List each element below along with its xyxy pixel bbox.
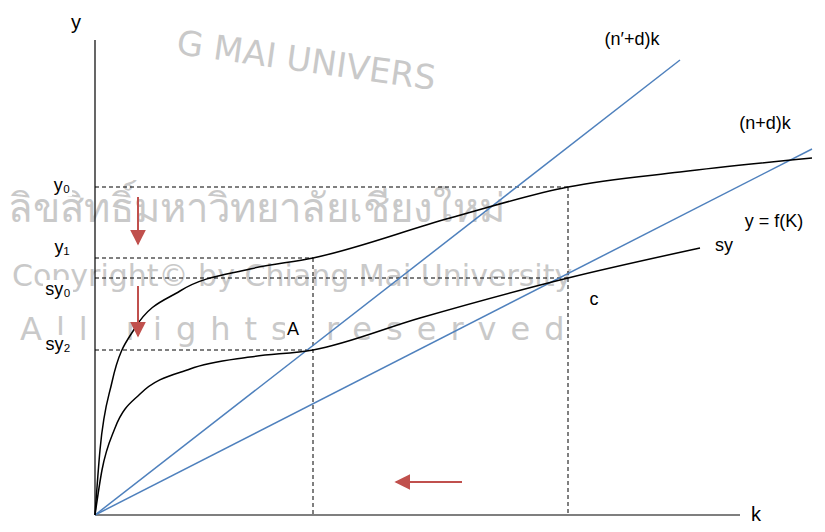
line-label: (n+d)k [737,114,793,134]
dashed-guide [95,258,313,259]
curve-label: y = f(K) [743,212,806,232]
axis-value: sy₀ [43,280,72,300]
x-axis [95,514,740,515]
axis-label: y [69,11,83,33]
axis-value: y₁ [52,238,71,258]
break-even-line [95,60,680,515]
watermark-text: Copyright© by Chiang Mai University [12,258,572,293]
axis-label: k [749,503,763,525]
dashed-guide [95,187,568,188]
dashed-guide [568,187,569,515]
watermark-text: All rights reserved [20,310,578,348]
dashed-guide [95,278,568,279]
shift-arrow [396,481,462,483]
shift-arrow [137,286,139,336]
curves [95,158,812,515]
point-label: A [285,320,301,340]
axis-value: sy₂ [44,335,73,355]
depreciation-lines [95,60,812,515]
watermark-text: G MAI UNIVERS [174,22,438,98]
point-label: c [588,290,601,310]
shift-arrow [137,197,139,244]
line-label: (n′+d)k [603,30,662,50]
break-even-line [95,149,812,515]
shift-arrows [138,197,462,482]
dashed-guide [313,258,314,515]
guide-lines [95,187,568,515]
curve-label: sy [713,236,735,256]
axes [95,40,740,515]
axis-value: y₀ [52,176,72,196]
dashed-guide [95,350,313,351]
production-curve [95,158,812,515]
watermark-text: ลิขสิทธิ์มหาวิทยาลัยเชียงใหม่ [8,176,505,240]
saving-curve [95,248,700,515]
